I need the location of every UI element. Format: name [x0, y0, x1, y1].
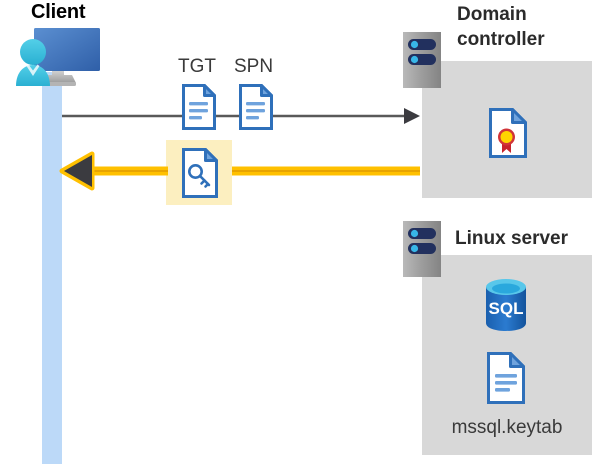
- server-rack-icon-linux: [403, 221, 441, 277]
- certificate-document-icon: [489, 108, 527, 158]
- label-tgt: TGT: [178, 56, 216, 77]
- label-keytab-filename: mssql.keytab: [451, 417, 563, 438]
- response-arrow-yellow: [59, 151, 420, 191]
- page-title-linux-server: Linux server: [455, 228, 568, 249]
- label-spn: SPN: [234, 56, 274, 77]
- server-rack-icon-dc: [403, 32, 441, 88]
- document-icon-spn: [239, 84, 273, 130]
- page-title-client: Client: [31, 1, 86, 23]
- document-icon-tgt: [182, 84, 216, 130]
- request-arrow-gray: [62, 108, 420, 124]
- key-document-icon: [182, 148, 218, 198]
- page-title-domain-controller: Domain controller: [457, 4, 545, 50]
- client-workstation-icon: [16, 28, 100, 86]
- sql-database-label: SQL: [489, 299, 524, 318]
- sql-database-icon: SQL: [486, 279, 526, 331]
- document-icon-keytab: [487, 352, 525, 404]
- client-lifeline: [42, 72, 62, 464]
